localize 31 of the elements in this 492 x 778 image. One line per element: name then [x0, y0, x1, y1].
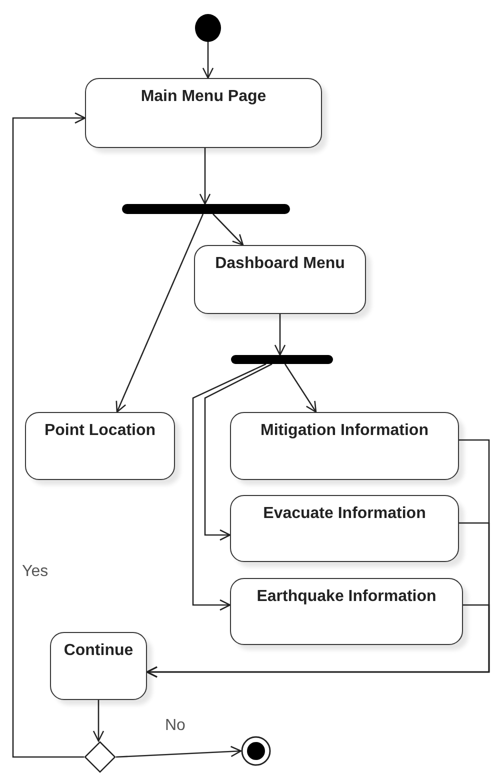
- arrow: [146, 604, 490, 678]
- arrow: [274, 314, 286, 356]
- decision-diamond: [84, 741, 116, 773]
- activity-label: Evacuate Information: [263, 504, 426, 524]
- arrow: [212, 214, 244, 246]
- activity-label: Continue: [64, 641, 134, 661]
- arrow: [192, 363, 266, 611]
- arrow: [116, 214, 204, 413]
- arrow: [92, 700, 104, 742]
- arrow: [202, 42, 214, 79]
- activity-box: [85, 78, 322, 148]
- activity-label: Earthquake Information: [256, 587, 436, 607]
- arrow: [284, 364, 317, 413]
- activity-box: [25, 412, 175, 480]
- activity-box: [230, 412, 459, 480]
- activity-box: [194, 245, 366, 314]
- arrow: [204, 363, 272, 541]
- arrow: [116, 746, 242, 758]
- initial-node: [195, 14, 221, 42]
- activity-label: Mitigation Information: [260, 421, 428, 441]
- activity-label: Main Menu Page: [140, 87, 266, 107]
- activity-box: [230, 495, 459, 562]
- arrow: [199, 148, 211, 205]
- fork-bar: [231, 355, 333, 364]
- activity-box: [230, 578, 463, 645]
- activity-box: [50, 632, 147, 700]
- activity-label: Point Location: [44, 421, 156, 441]
- fork-bar: [122, 204, 290, 214]
- activity-label: Dashboard Menu: [215, 254, 345, 274]
- final-node: [241, 736, 271, 766]
- arrow: [12, 112, 86, 758]
